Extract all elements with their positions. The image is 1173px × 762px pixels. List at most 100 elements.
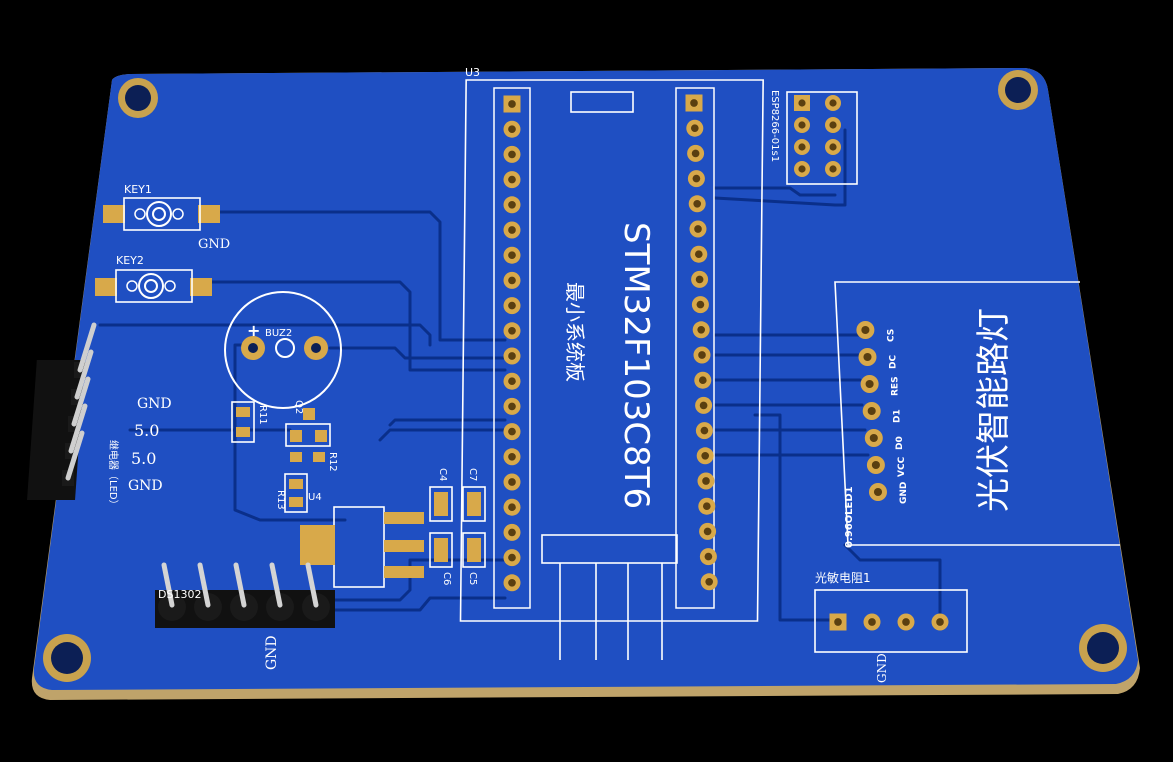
r12-label: R12 [327,452,338,472]
solder-pad [503,196,521,214]
key-gnd-label: GND [198,237,230,252]
oled-pin-label: D1 [893,409,903,423]
solder-pad [685,94,703,112]
solder-pad [829,613,847,631]
solder-pad [897,613,915,631]
solder-pad [931,613,949,631]
solder-pad [689,220,707,238]
header-pin [197,562,211,608]
solder-pad [503,120,521,138]
c6-label: C6 [441,572,452,585]
solder-pad [693,346,711,364]
solder-pad [794,95,810,111]
solder-pad [825,95,841,111]
header-pin [305,562,319,608]
solder-pad [862,402,881,420]
header-pin [233,562,247,608]
solder-pad [692,321,710,339]
solder-pad [700,573,718,591]
relay-50-a: 5.0 [134,421,159,440]
solder-pad [503,271,521,289]
solder-pad [503,372,521,390]
oled-title: 光伏智能路灯 [974,308,1014,512]
mounting-holes [43,70,1127,682]
solder-pad [503,498,521,516]
header-pin [65,430,85,481]
solder-pad [691,270,709,288]
mcu-description: 最小系统板 [563,282,587,382]
solder-pad [503,145,521,163]
r11-label: R11 [257,405,268,425]
esp8266-module: ESP8266-01s1 [769,90,858,185]
c7-label: C7 [467,468,478,481]
header-pin [71,376,91,427]
solder-pad [688,195,706,213]
solder-pad [503,397,521,415]
solder-pad [866,456,885,474]
solder-pad [856,321,875,339]
ldr-label: 光敏电阻1 [815,570,871,585]
solder-pad [858,348,877,366]
solder-pad [503,171,521,189]
solder-pad [503,297,521,315]
solder-pad [825,161,841,177]
buzzer-plus: + [247,321,260,340]
relay-gnd-bottom: GND [128,478,163,494]
key2-label: KEY2 [116,254,144,267]
oled-pin-label: D0 [895,436,905,450]
solder-pad [794,139,810,155]
esp8266-pin-header [794,95,841,177]
header-pin [269,562,283,608]
solder-pad [503,95,521,113]
key1-label: KEY1 [124,183,152,196]
ds1302-gnd: GND [264,635,280,670]
solder-pad [503,574,521,592]
solder-pad [687,170,705,188]
solder-pad [698,497,716,515]
solder-pad [686,119,704,137]
oled-name: 0.96OLED1 [844,486,855,548]
solder-pad [690,245,708,263]
solder-pad [825,117,841,133]
solder-pad [825,139,841,155]
solder-pad [503,322,521,340]
key1-switch: KEY1 GND [103,183,230,252]
copper-traces [98,128,942,622]
ds1302-label: DS1302 [158,588,201,601]
solder-pad [503,448,521,466]
ldr-module: 光敏电阻1 GND [814,570,968,683]
ds1302-header: DS1302 GND [155,562,335,670]
solder-pad [694,371,712,389]
mcu-part-number: STM32F103C8T6 [616,222,656,509]
smd-components: R11 Q2 R12 R13 U4 C4 C7 C6 C5 [231,400,486,588]
oled-pin-label: CS [886,329,896,342]
solder-pad [696,447,714,465]
mcu-left-pin-header [493,87,531,609]
solder-pad [794,161,810,177]
mcu-right-pin-header [675,87,718,609]
key2-switch: KEY2 [95,254,212,303]
header-pin [77,322,97,373]
solder-pad [503,549,521,567]
solder-pad [503,347,521,365]
solder-pad [860,375,879,393]
solder-pad [699,522,717,540]
solder-pad [503,221,521,239]
c5-label: C5 [467,572,478,585]
solder-pad [794,117,810,133]
buzzer-label: BUZ2 [265,328,292,339]
solder-pad [691,296,709,314]
solder-pad [503,473,521,491]
relay-gnd-top: GND [137,396,172,412]
oled-pin-label: VCC [897,456,907,477]
buzzer: + BUZ2 [224,291,342,409]
header-pin [68,403,88,454]
solder-pad [503,423,521,441]
solder-pad [503,246,521,264]
oled-pin-label: GND [899,482,909,504]
c4-label: C4 [437,468,448,481]
solder-pad [697,472,715,490]
solder-pad [699,548,717,566]
